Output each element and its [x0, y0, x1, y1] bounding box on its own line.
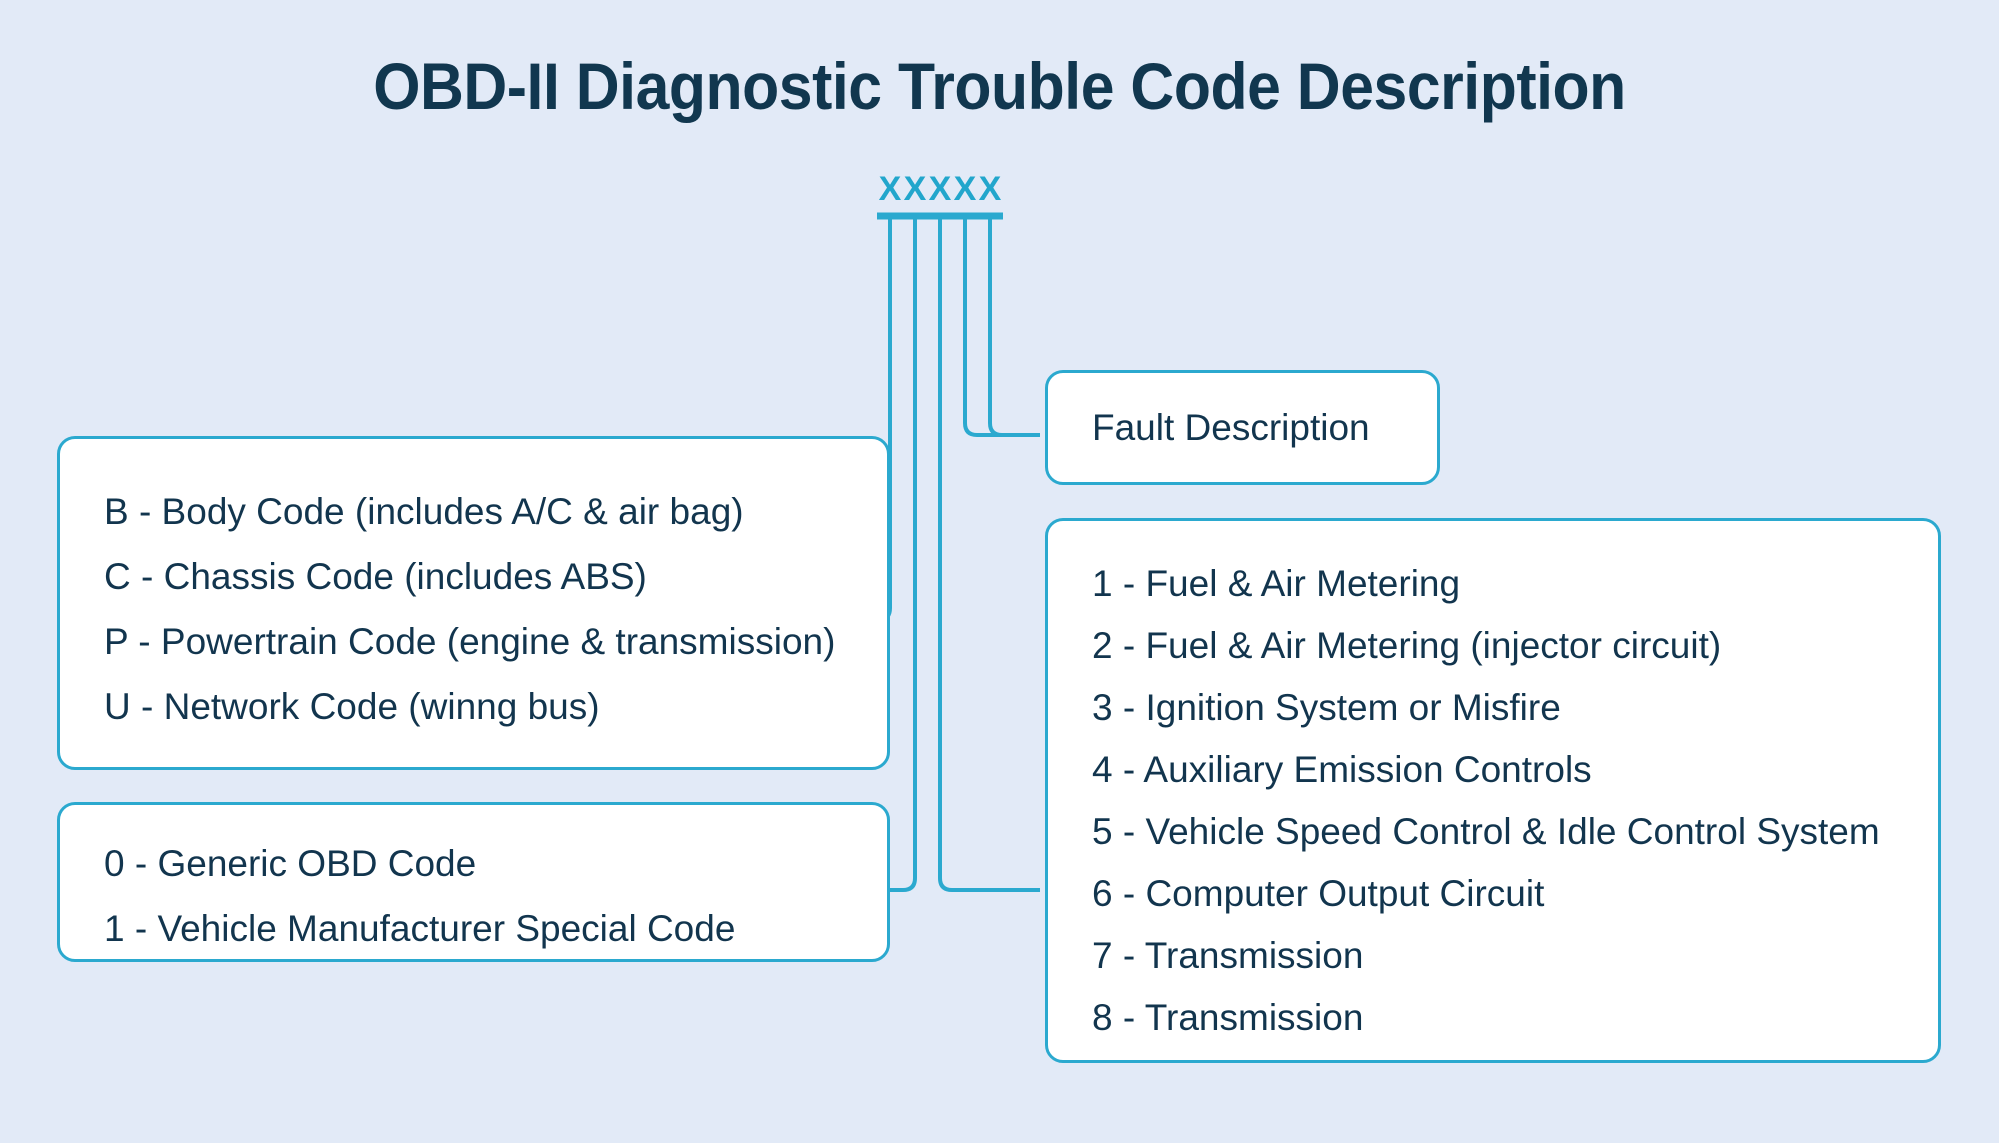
system-code-row: 8 - Transmission [1092, 997, 1364, 1038]
digit-code-row: 1 - Vehicle Manufacturer Special Code [104, 908, 736, 949]
system-code-row: 7 - Transmission [1092, 935, 1364, 976]
first-character-codes-box: B - Body Code (includes A/C & air bag) C… [57, 436, 890, 770]
letter-code-row: U - Network Code (winng bus) [104, 686, 600, 727]
wire-char4-to-fault [963, 216, 1040, 437]
system-code-row: 1 - Fuel & Air Metering [1092, 563, 1461, 604]
fault-description-label: Fault Description [1092, 407, 1370, 448]
letter-code-row: P - Powertrain Code (engine & transmissi… [104, 621, 836, 662]
code-char-3: X [928, 170, 952, 208]
code-char-1: X [878, 170, 902, 208]
code-char-5: X [978, 170, 1002, 208]
second-character-codes-box: 0 - Generic OBD Code 1 - Vehicle Manufac… [57, 802, 890, 962]
system-code-row: 3 - Ignition System or Misfire [1092, 687, 1561, 728]
code-char-2: X [903, 170, 927, 208]
code-placeholder-row: X X X X X [878, 170, 1020, 208]
system-code-row: 5 - Vehicle Speed Control & Idle Control… [1092, 811, 1880, 852]
page-title: OBD-II Diagnostic Trouble Code Descripti… [373, 49, 1626, 123]
wire-char5-to-fault [988, 216, 1040, 437]
system-code-row: 2 - Fuel & Air Metering (injector circui… [1092, 625, 1722, 666]
system-code-row: 6 - Computer Output Circuit [1092, 873, 1545, 914]
code-char-4: X [953, 170, 977, 208]
fault-description-box: Fault Description [1045, 370, 1440, 485]
digit-code-row: 0 - Generic OBD Code [104, 843, 477, 884]
wire-char3-to-systems [938, 216, 1040, 892]
third-character-systems-box: 1 - Fuel & Air Metering 2 - Fuel & Air M… [1045, 518, 1941, 1063]
system-code-row: 4 - Auxiliary Emission Controls [1092, 749, 1592, 790]
letter-code-row: B - Body Code (includes A/C & air bag) [104, 491, 744, 532]
letter-code-row: C - Chassis Code (includes ABS) [104, 556, 647, 597]
